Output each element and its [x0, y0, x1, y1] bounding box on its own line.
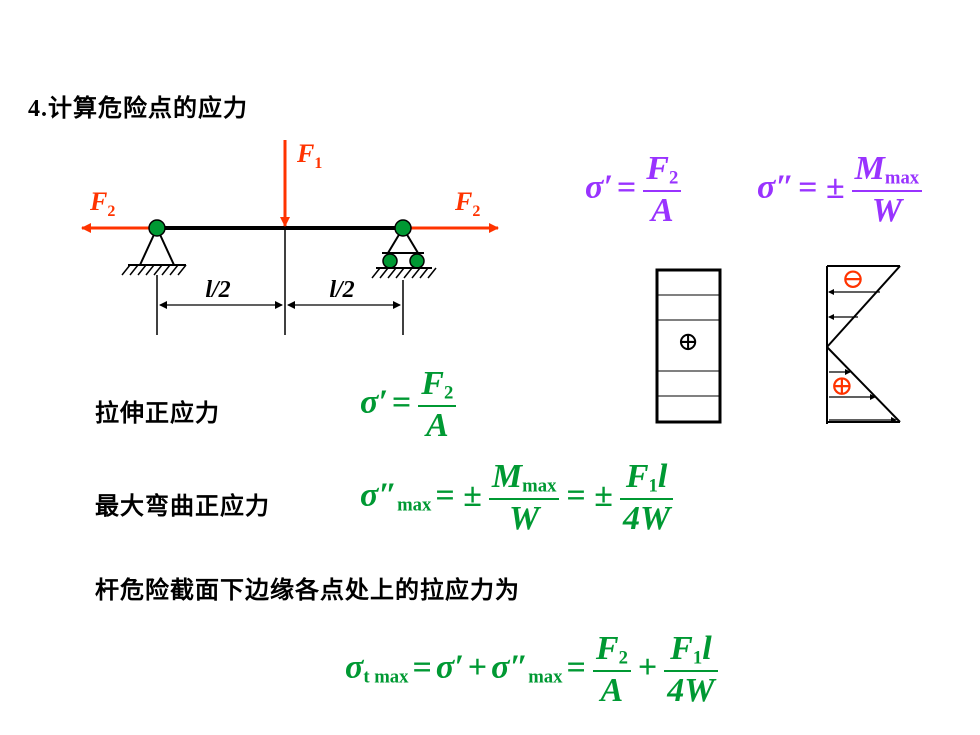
uniform-stress-diagram: ⊕ — [655, 268, 722, 424]
label-force-top: F1 — [296, 139, 322, 172]
plus-sign-icon-red: ⊕ — [830, 371, 853, 402]
bending-stress-diagram: ⊖ ⊕ — [826, 264, 901, 424]
minus-sign-icon: ⊖ — [841, 264, 864, 295]
label-force-left: F2 — [89, 187, 115, 220]
row-label-tension: 拉伸正应力 — [95, 399, 220, 427]
plus-sign-icon: ⊕ — [677, 327, 699, 356]
row-label-total: 杆危险截面下边缘各点处上的拉应力为 — [95, 576, 520, 604]
label-force-right: F2 — [454, 187, 480, 220]
right-pin-joint — [394, 219, 412, 237]
left-pin-joint — [148, 219, 166, 237]
heading-text: 计算危险点的应力 — [48, 94, 248, 122]
beam-diagram: F2 F2 F1 l/2 l/2 — [81, 139, 499, 335]
label-dim-left: l/2 — [205, 277, 230, 303]
heading-number: 4. — [28, 96, 48, 122]
row-label-bending: 最大弯曲正应力 — [95, 492, 270, 520]
slide-heading: 4.计算危险点的应力 — [28, 88, 248, 123]
label-dim-right: l/2 — [329, 277, 354, 303]
